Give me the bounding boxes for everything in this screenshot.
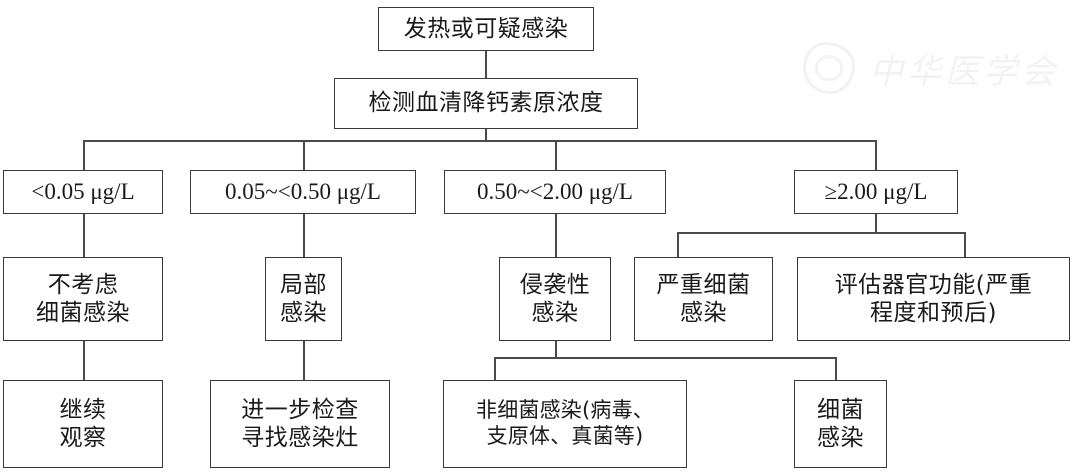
node-result-4b-label: 评估器官功能(严重 程度和预后) bbox=[834, 271, 1033, 326]
connector-result3-down bbox=[555, 340, 557, 357]
connector-range1-to-result1 bbox=[83, 213, 85, 257]
watermark-text: 中华医学会 bbox=[869, 52, 1059, 92]
node-result-2-label: 局部 感染 bbox=[280, 271, 327, 326]
node-result-2[interactable]: 局部 感染 bbox=[265, 257, 342, 341]
node-result-1-label: 不考虑 细菌感染 bbox=[36, 271, 130, 326]
connector-to-result4b bbox=[964, 232, 966, 257]
connector-to-result4a bbox=[677, 232, 679, 257]
node-result-4b[interactable]: 评估器官功能(严重 程度和预后) bbox=[797, 257, 1070, 341]
node-start-label: 发热或可疑感染 bbox=[403, 15, 569, 42]
node-result-3[interactable]: 侵袭性 感染 bbox=[499, 257, 611, 341]
connector-ranges-bar bbox=[83, 140, 876, 142]
node-range-2[interactable]: 0.05~<0.50 μg/L bbox=[190, 170, 416, 214]
node-test-label: 检测血清降钙素原浓度 bbox=[368, 90, 604, 117]
connector-to-range-1 bbox=[83, 140, 85, 170]
node-result-3-label: 侵袭性 感染 bbox=[519, 271, 591, 326]
connector-result3-split-bar bbox=[494, 357, 836, 359]
connector-start-to-test bbox=[485, 50, 487, 86]
node-range-1-label: <0.05 μg/L bbox=[31, 178, 135, 204]
node-result-1[interactable]: 不考虑 细菌感染 bbox=[3, 257, 163, 341]
node-test[interactable]: 检测血清降钙素原浓度 bbox=[334, 78, 638, 129]
node-action-3a[interactable]: 非细菌感染(病毒、 支原体、真菌等) bbox=[443, 380, 687, 468]
node-action-1-label: 继续 观察 bbox=[59, 396, 107, 451]
node-range-2-label: 0.05~<0.50 μg/L bbox=[225, 178, 381, 204]
connector-test-down bbox=[485, 129, 487, 141]
connector-result2-to-action2 bbox=[303, 340, 305, 380]
connector-range3-to-result3 bbox=[555, 213, 557, 257]
connector-to-action3b bbox=[835, 357, 837, 380]
node-start[interactable]: 发热或可疑感染 bbox=[378, 7, 594, 51]
connector-range4-split-bar bbox=[677, 232, 965, 234]
node-action-1[interactable]: 继续 观察 bbox=[3, 380, 163, 468]
node-result-4a-label: 严重细菌 感染 bbox=[656, 271, 751, 326]
node-range-1[interactable]: <0.05 μg/L bbox=[3, 170, 163, 214]
node-action-3b[interactable]: 细菌 感染 bbox=[794, 380, 887, 468]
node-action-2[interactable]: 进一步检查 寻找感染灶 bbox=[210, 380, 390, 468]
node-action-3a-label: 非细菌感染(病毒、 支原体、真菌等) bbox=[476, 398, 654, 448]
watermark: 中华医学会 bbox=[795, 38, 1060, 100]
connector-range4-down bbox=[875, 213, 877, 232]
node-range-4[interactable]: ≥2.00 μg/L bbox=[794, 170, 958, 214]
connector-to-action3a bbox=[494, 357, 496, 380]
connector-to-range-4 bbox=[875, 140, 877, 170]
node-action-2-label: 进一步检查 寻找感染灶 bbox=[241, 396, 359, 451]
node-range-4-label: ≥2.00 μg/L bbox=[824, 178, 928, 204]
node-range-3[interactable]: 0.50~<2.00 μg/L bbox=[444, 170, 666, 214]
seal-icon bbox=[803, 42, 855, 94]
node-range-3-label: 0.50~<2.00 μg/L bbox=[477, 178, 633, 204]
connector-result1-to-action1 bbox=[83, 340, 85, 380]
connector-range2-to-result2 bbox=[303, 213, 305, 257]
node-result-4a[interactable]: 严重细菌 感染 bbox=[634, 257, 773, 341]
node-action-3b-label: 细菌 感染 bbox=[817, 396, 864, 451]
connector-to-range-2 bbox=[303, 140, 305, 170]
connector-to-range-3 bbox=[555, 140, 557, 170]
